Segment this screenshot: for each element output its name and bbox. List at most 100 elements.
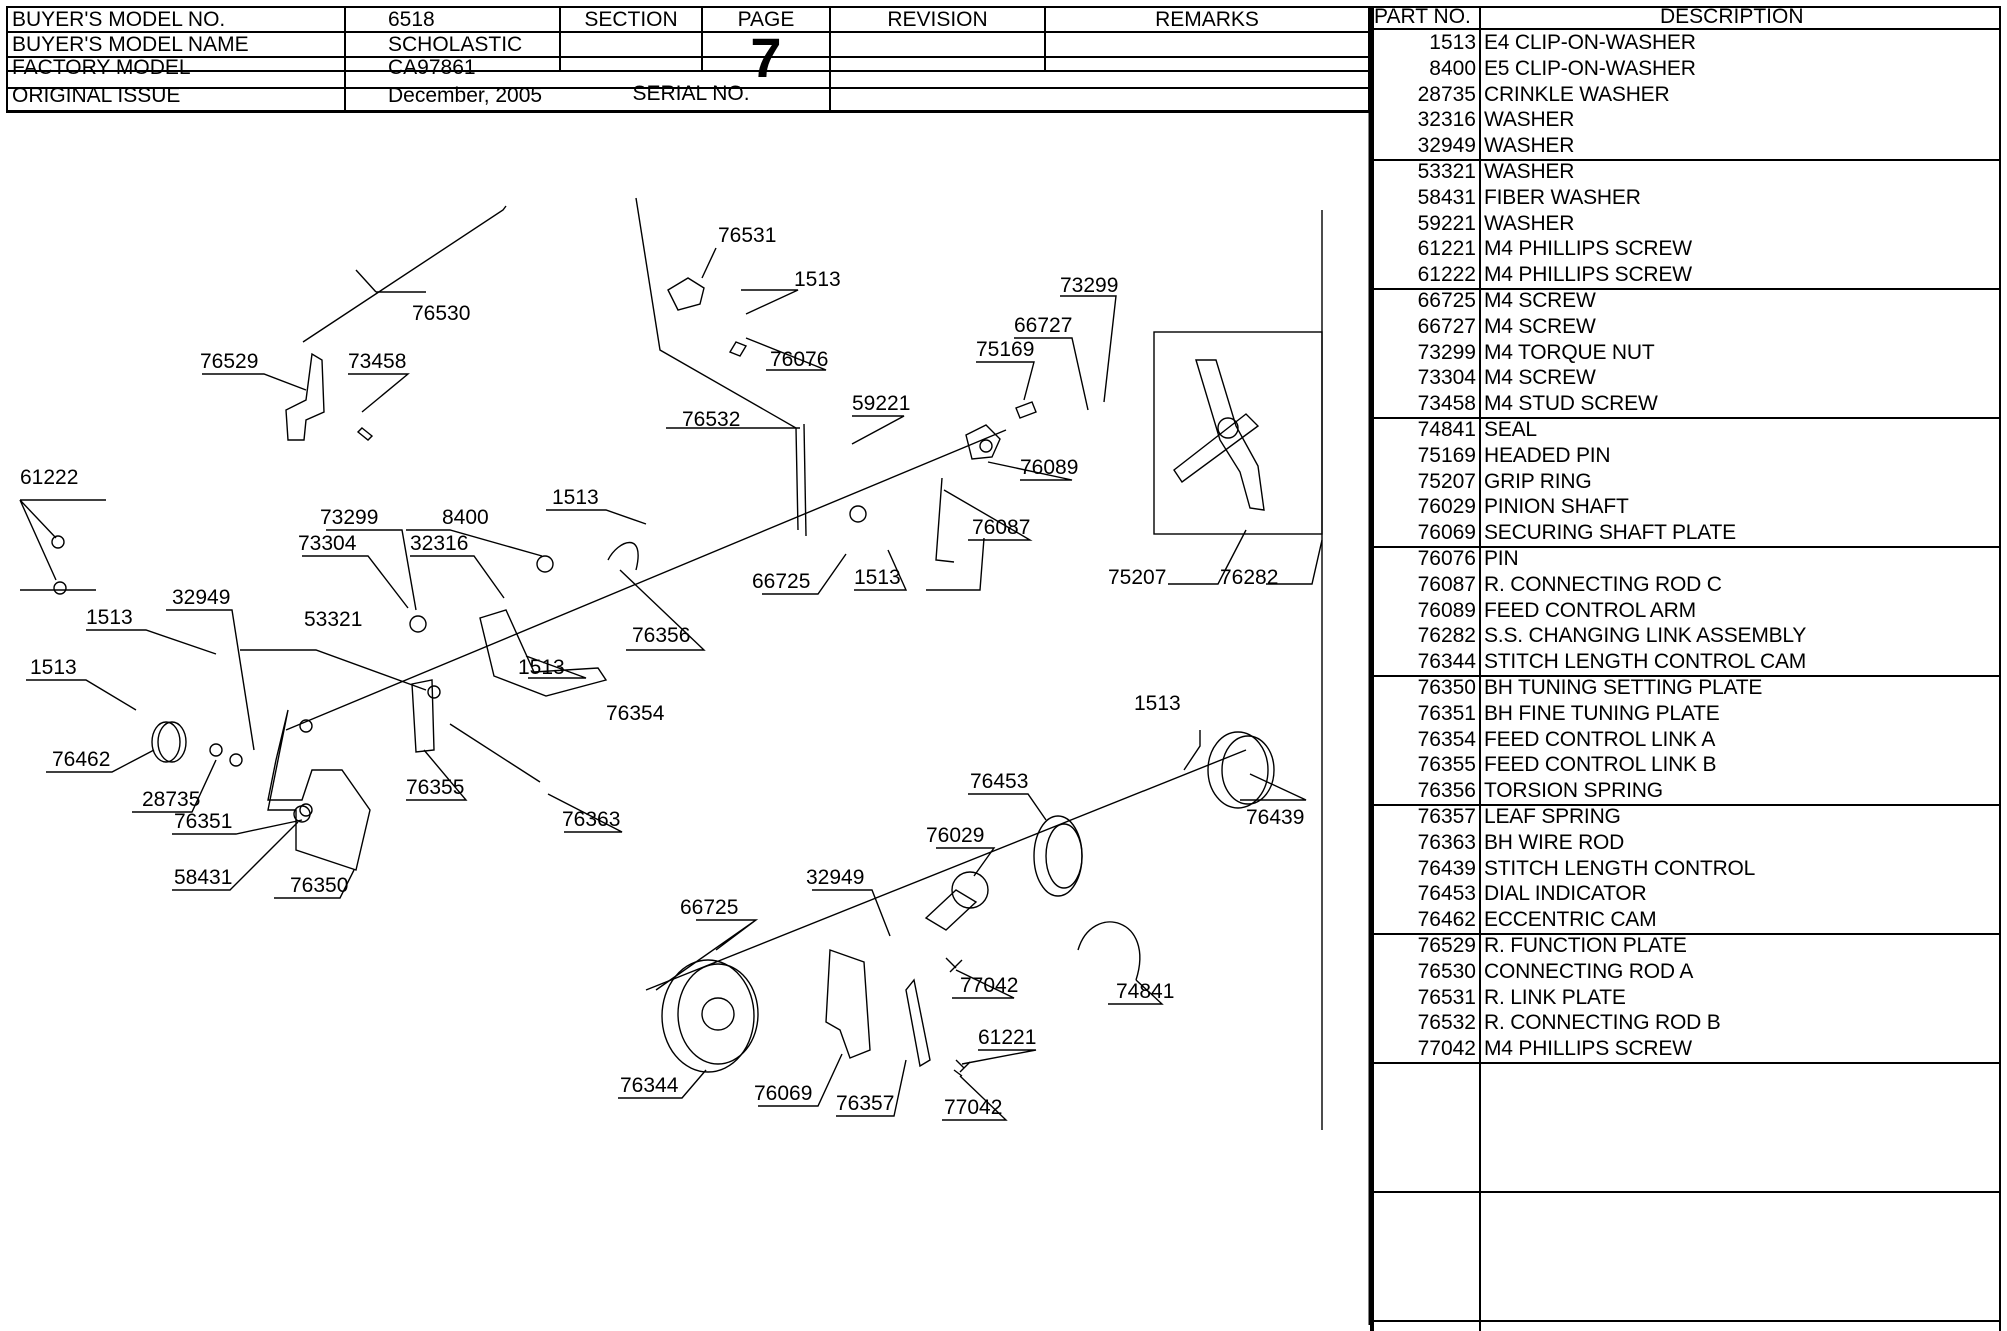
part-number: 8400	[1429, 56, 1476, 80]
part-description: FEED CONTROL LINK B	[1484, 753, 1717, 777]
part-number: 76089	[1417, 598, 1476, 622]
part-number: 76351	[1417, 701, 1476, 725]
label-serial-no: SERIAL NO.	[632, 82, 750, 105]
callout-76344: 76344	[620, 1074, 679, 1097]
callout-1513-f: 1513	[518, 656, 565, 679]
callout-28735: 28735	[142, 788, 200, 811]
callout-76089: 76089	[1020, 456, 1078, 479]
part-description: BH WIRE ROD	[1484, 830, 1625, 854]
callout-76532: 76532	[682, 408, 740, 431]
label-buyers-model-no: BUYER'S MODEL NO.	[12, 8, 226, 31]
callout-76439: 76439	[1246, 806, 1304, 829]
part-description: E4 CLIP-ON-WASHER	[1484, 31, 1696, 54]
part-description: ECCENTRIC CAM	[1484, 908, 1657, 932]
callout-66725-a: 66725	[752, 570, 810, 593]
part-number: 61221	[1417, 237, 1476, 261]
part-number: 76363	[1417, 830, 1476, 854]
table-row: 75169 HEADED PIN	[1370, 443, 2001, 469]
part-number: 76356	[1417, 779, 1476, 803]
part-number: 53321	[1417, 160, 1476, 183]
callout-59221: 59221	[852, 392, 910, 415]
part-description: FEED CONTROL ARM	[1484, 598, 1696, 622]
callout-77042-a: 77042	[960, 974, 1018, 997]
value-buyers-model-no: 6518	[388, 8, 435, 31]
part-description: STITCH LENGTH CONTROL CAM	[1484, 650, 1807, 674]
callout-32949-b: 32949	[806, 866, 864, 889]
exploded-parts-diagram: 76531 1513 76530 76529 73458 76076 73299…	[6, 110, 1372, 1325]
callout-76029: 76029	[926, 824, 984, 847]
callout-58431: 58431	[174, 866, 232, 889]
part-number: 76069	[1417, 521, 1476, 545]
part-description: R. FUNCTION PLATE	[1484, 934, 1687, 957]
callout-75169: 75169	[976, 338, 1034, 361]
part-number: 77042	[1417, 1037, 1476, 1061]
part-description: M4 PHILLIPS SCREW	[1484, 237, 1692, 261]
callout-1513-d: 1513	[86, 606, 133, 629]
part-description: BH TUNING SETTING PLATE	[1484, 676, 1763, 699]
part-number: 76355	[1417, 753, 1476, 777]
part-description: DIAL INDICATOR	[1484, 882, 1647, 906]
callout-73458: 73458	[348, 350, 406, 373]
part-number: 76357	[1417, 805, 1476, 828]
label-buyers-model-name: BUYER'S MODEL NAME	[12, 33, 249, 56]
table-row: 76350 BH TUNING SETTING PLATE	[1370, 675, 2001, 701]
part-number: 59221	[1417, 211, 1476, 235]
part-number: 32316	[1417, 108, 1476, 132]
part-number: 32949	[1417, 134, 1476, 158]
callout-76363: 76363	[562, 808, 620, 831]
part-number: 28735	[1417, 82, 1476, 106]
part-number: 76462	[1417, 908, 1476, 932]
table-row: 76363 BH WIRE ROD	[1370, 830, 2001, 856]
table-row: 76089 FEED CONTROL ARM	[1370, 598, 2001, 624]
part-number: 76350	[1417, 676, 1476, 699]
part-number: 58431	[1417, 185, 1476, 209]
part-number: 73458	[1417, 392, 1476, 416]
part-description: HEADED PIN	[1484, 443, 1611, 467]
part-description: WASHER	[1484, 160, 1575, 183]
callout-76531: 76531	[718, 224, 776, 247]
callout-76357: 76357	[836, 1092, 894, 1115]
part-number: 75207	[1417, 469, 1476, 493]
part-number: 76532	[1417, 1011, 1476, 1035]
part-description: CONNECTING ROD A	[1484, 959, 1694, 983]
callout-74841: 74841	[1116, 980, 1174, 1003]
callout-73299-a: 73299	[1060, 274, 1118, 297]
callout-76356: 76356	[632, 624, 690, 647]
part-description: SECURING SHAFT PLATE	[1484, 521, 1736, 545]
part-description: TORSION SPRING	[1484, 779, 1663, 803]
callout-8400: 8400	[442, 506, 489, 529]
callout-76069: 76069	[754, 1082, 812, 1105]
part-number: 76529	[1417, 934, 1476, 957]
part-description: R. LINK PLATE	[1484, 985, 1626, 1009]
callout-32949-a: 32949	[172, 586, 230, 609]
label-original-issue: ORIGINAL ISSUE	[12, 84, 181, 107]
part-number: 76076	[1417, 547, 1476, 570]
part-number: 66725	[1417, 289, 1476, 312]
part-number: 76087	[1417, 572, 1476, 596]
label-section: SECTION	[584, 8, 678, 31]
table-row: 53321 WASHER	[1370, 159, 2001, 185]
callout-73304: 73304	[298, 532, 357, 555]
part-number: 76029	[1417, 495, 1476, 519]
part-number: 1513	[1429, 31, 1476, 54]
part-number: 76439	[1417, 856, 1476, 880]
part-description: PIN	[1484, 547, 1519, 570]
callout-73299-b: 73299	[320, 506, 378, 529]
callout-53321: 53321	[304, 608, 362, 631]
label-page: PAGE	[737, 8, 795, 31]
diagram-drawing: 76531 1513 76530 76529 73458 76076 73299…	[19, 110, 1372, 1325]
part-number: 75169	[1417, 443, 1476, 467]
label-factory-model: FACTORY MODEL	[12, 56, 191, 79]
